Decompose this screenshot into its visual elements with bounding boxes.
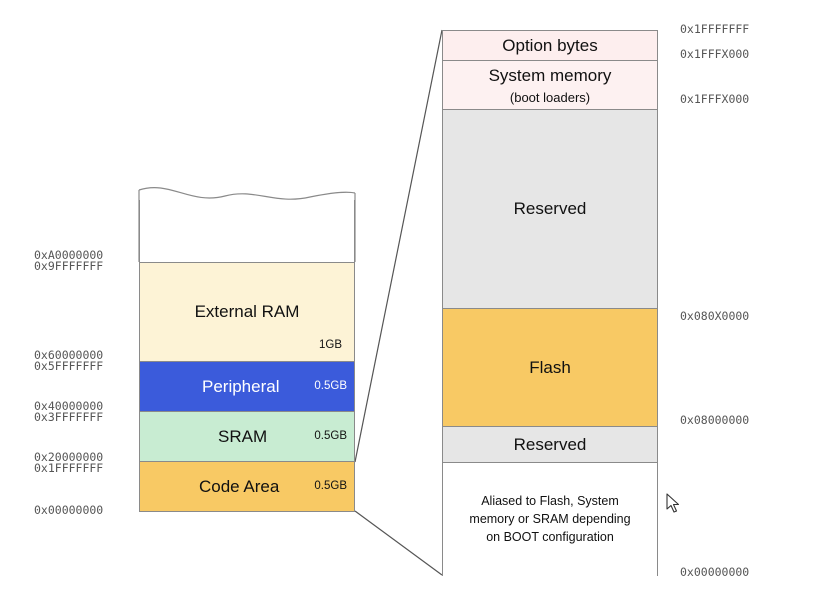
reserved-top-region: Reserved bbox=[442, 109, 658, 309]
address-label: 0x1FFFFFFF bbox=[34, 461, 104, 475]
system-memory-region: System memory (boot loaders) bbox=[442, 60, 658, 110]
option-bytes-region: Option bytes bbox=[442, 30, 658, 61]
unmapped-top-region bbox=[139, 200, 355, 262]
aliased-text-line-1: Aliased to Flash, System bbox=[481, 494, 619, 508]
external-ram-label: External RAM bbox=[194, 302, 300, 321]
address-label: 0x080X0000 bbox=[680, 309, 750, 323]
address-label: 0x00000000 bbox=[34, 503, 104, 517]
code-area-region: Code Area 0.5GB bbox=[139, 461, 355, 512]
address-label: 0x60000000 bbox=[34, 348, 104, 362]
peripheral-size: 0.5GB bbox=[314, 380, 347, 392]
code-area-label: Code Area bbox=[199, 477, 280, 496]
aliased-region: Aliased to Flash, System memory or SRAM … bbox=[442, 462, 658, 576]
reserved-top-label: Reserved bbox=[513, 199, 587, 218]
address-label: 0x08000000 bbox=[680, 413, 750, 427]
expansion-line-bottom bbox=[354, 510, 443, 576]
peripheral-label: Peripheral bbox=[202, 377, 280, 396]
address-label: 0x1FFFX000 bbox=[680, 92, 750, 106]
address-label: 0x5FFFFFFF bbox=[34, 359, 104, 373]
mouse-pointer-icon bbox=[666, 493, 680, 513]
sram-label: SRAM bbox=[218, 427, 268, 446]
peripheral-region: Peripheral 0.5GB bbox=[139, 361, 355, 412]
external-ram-region: External RAM 1GB bbox=[139, 262, 355, 362]
address-label: 0x9FFFFFFF bbox=[34, 259, 104, 273]
address-label: 0xA0000000 bbox=[34, 248, 104, 262]
sram-size: 0.5GB bbox=[314, 430, 347, 442]
wavy-top-edge bbox=[138, 187, 356, 200]
aliased-text-line-3: on BOOT configuration bbox=[486, 530, 614, 544]
address-label: 0x1FFFX000 bbox=[680, 47, 750, 61]
system-memory-label: System memory bbox=[488, 66, 612, 85]
sram-region: SRAM 0.5GB bbox=[139, 411, 355, 462]
code-area-size: 0.5GB bbox=[314, 480, 347, 492]
boot-loaders-label: (boot loaders) bbox=[509, 90, 591, 105]
address-label: 0x3FFFFFFF bbox=[34, 410, 104, 424]
reserved-bottom-region: Reserved bbox=[442, 426, 658, 463]
address-label: 0x20000000 bbox=[34, 450, 104, 464]
address-label: 0x40000000 bbox=[34, 399, 104, 413]
option-bytes-label: Option bytes bbox=[502, 36, 598, 55]
address-label: 0x00000000 bbox=[680, 565, 750, 579]
expansion-line-top bbox=[354, 29, 443, 463]
flash-region: Flash bbox=[442, 308, 658, 427]
flash-label: Flash bbox=[529, 358, 571, 377]
address-label: 0x1FFFFFFF bbox=[680, 22, 750, 36]
reserved-bottom-label: Reserved bbox=[513, 435, 587, 454]
aliased-text-line-2: memory or SRAM depending bbox=[469, 512, 631, 526]
external-ram-size: 1GB bbox=[318, 339, 342, 351]
